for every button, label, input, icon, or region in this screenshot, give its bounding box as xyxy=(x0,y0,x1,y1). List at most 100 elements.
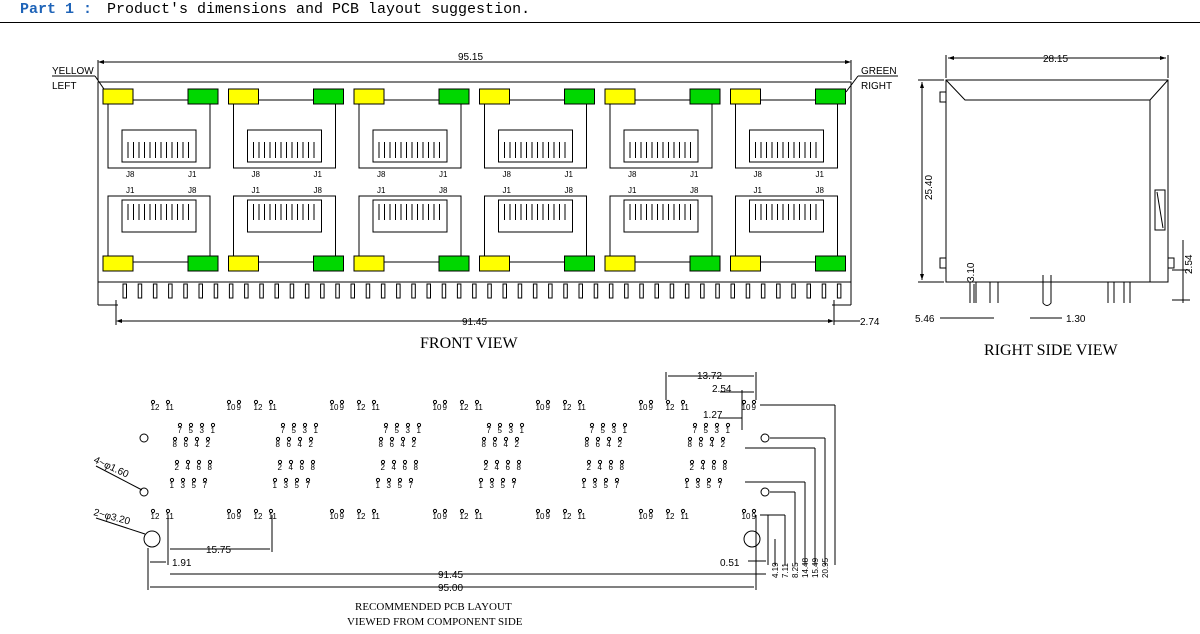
pin-label-j8: J8 xyxy=(377,170,386,179)
through-hole-pin xyxy=(517,283,523,299)
through-hole-pin xyxy=(228,283,234,299)
pad-label: 2 xyxy=(484,463,489,472)
pcb-pad xyxy=(180,477,186,483)
pcb-pad xyxy=(432,399,438,405)
pcb-pad xyxy=(577,508,583,514)
pcb-pad xyxy=(611,422,617,428)
pin-label-j1: J1 xyxy=(252,186,261,195)
pcb-pad xyxy=(500,477,506,483)
pcb-pad xyxy=(196,459,202,465)
pad-label: 4 xyxy=(495,463,500,472)
pad-label: 5 xyxy=(704,426,709,435)
pad-label: 10 xyxy=(433,403,442,412)
pin-label-j8: J8 xyxy=(816,186,825,195)
pcb-pad xyxy=(519,422,525,428)
pcb-pad xyxy=(402,459,408,465)
through-hole-pin xyxy=(411,283,416,299)
side-dim-546: 5.46 xyxy=(915,314,935,325)
pcb-pad xyxy=(413,459,419,465)
pad-label: 6 xyxy=(403,463,408,472)
pcb-pad xyxy=(310,459,316,465)
pcb-right-dim: 14.48 xyxy=(801,557,810,578)
pad-label: 8 xyxy=(379,440,384,449)
pad-label: 11 xyxy=(269,403,278,412)
pcb-pad xyxy=(706,477,712,483)
pcb-pad xyxy=(698,436,704,442)
pcb-right-dim: 15.49 xyxy=(811,557,820,578)
pad-label: 1 xyxy=(376,481,381,490)
pcb-pad xyxy=(275,436,281,442)
pad-label: 8 xyxy=(173,440,178,449)
pin-label-j1: J1 xyxy=(377,186,386,195)
pcb-pad xyxy=(188,422,194,428)
through-hole-pin xyxy=(776,283,781,299)
pcb-pad xyxy=(711,459,717,465)
pin-label-j1: J1 xyxy=(565,170,574,179)
pad-label: 5 xyxy=(292,426,297,435)
pad-label: 12 xyxy=(151,512,160,521)
through-hole-pin xyxy=(532,283,538,299)
small-hole-label: 4~φ1.60 xyxy=(92,455,131,481)
pcb-pad xyxy=(680,399,686,405)
pcb-right-dim: 4.19 xyxy=(771,562,780,578)
pcb-pad xyxy=(169,477,175,483)
pad-label: 1 xyxy=(520,426,525,435)
pad-label: 2 xyxy=(381,463,386,472)
pcb-dim-1575: 15.75 xyxy=(206,545,231,556)
pcb-pad xyxy=(505,459,511,465)
pad-label: 8 xyxy=(482,440,487,449)
pcb-pad xyxy=(486,422,492,428)
pad-label: 12 xyxy=(151,403,160,412)
pcb-pad xyxy=(207,459,213,465)
pad-label: 2 xyxy=(587,463,592,472)
through-hole-pin xyxy=(700,283,705,299)
pcb-pad xyxy=(459,399,465,405)
through-hole-pin xyxy=(320,283,325,299)
pin-label-j8: J8 xyxy=(188,186,197,195)
pcb-pad xyxy=(600,422,606,428)
pad-label: 4 xyxy=(195,440,200,449)
through-hole-pin xyxy=(244,283,249,299)
section-title: Product's dimensions and PCB layout sugg… xyxy=(107,1,531,18)
pcb-dim-051: 0.51 xyxy=(720,558,740,569)
pad-label: 1 xyxy=(170,481,175,490)
pcb-pad xyxy=(386,477,392,483)
pin-label-j1: J1 xyxy=(628,186,637,195)
pad-label: 11 xyxy=(269,512,278,521)
pcb-pad xyxy=(494,459,500,465)
pcb-pad xyxy=(432,508,438,514)
pad-label: 3 xyxy=(509,426,514,435)
through-hole-pin xyxy=(335,283,340,299)
pin-label-j1: J1 xyxy=(503,186,512,195)
section-header: Part 1 : Product's dimensions and PCB la… xyxy=(0,0,1200,23)
pad-label: 1 xyxy=(582,481,587,490)
pad-label: 2 xyxy=(412,440,417,449)
pcb-pad xyxy=(313,422,319,428)
pcb-pad xyxy=(535,508,541,514)
pcb-pad xyxy=(514,436,520,442)
pad-label: 3 xyxy=(284,481,289,490)
side-view-caption: RIGHT SIDE VIEW xyxy=(984,342,1119,359)
pcb-pad xyxy=(165,508,171,514)
led-yellow-bottom xyxy=(604,255,636,272)
pad-label: 7 xyxy=(203,481,208,490)
pcb-pad xyxy=(236,399,242,405)
pad-label: 4 xyxy=(401,440,406,449)
pin-label-j1: J1 xyxy=(126,186,135,195)
through-hole-pin xyxy=(730,283,735,299)
pad-label: 12 xyxy=(357,512,366,521)
pcb-pad xyxy=(689,459,695,465)
pcb-pad xyxy=(277,459,283,465)
pcb-pad xyxy=(695,477,701,483)
pad-label: 8 xyxy=(723,463,728,472)
pin-label-j1: J1 xyxy=(754,186,763,195)
led-yellow-bottom xyxy=(102,255,134,272)
pcb-pad xyxy=(416,422,422,428)
pcb-pad xyxy=(299,459,305,465)
through-hole-pin xyxy=(350,283,355,299)
pad-label: 10 xyxy=(330,512,339,521)
pad-label: 6 xyxy=(609,463,614,472)
side-dim-254: 2.54 xyxy=(1184,254,1195,274)
pad-label: 9 xyxy=(443,512,448,521)
